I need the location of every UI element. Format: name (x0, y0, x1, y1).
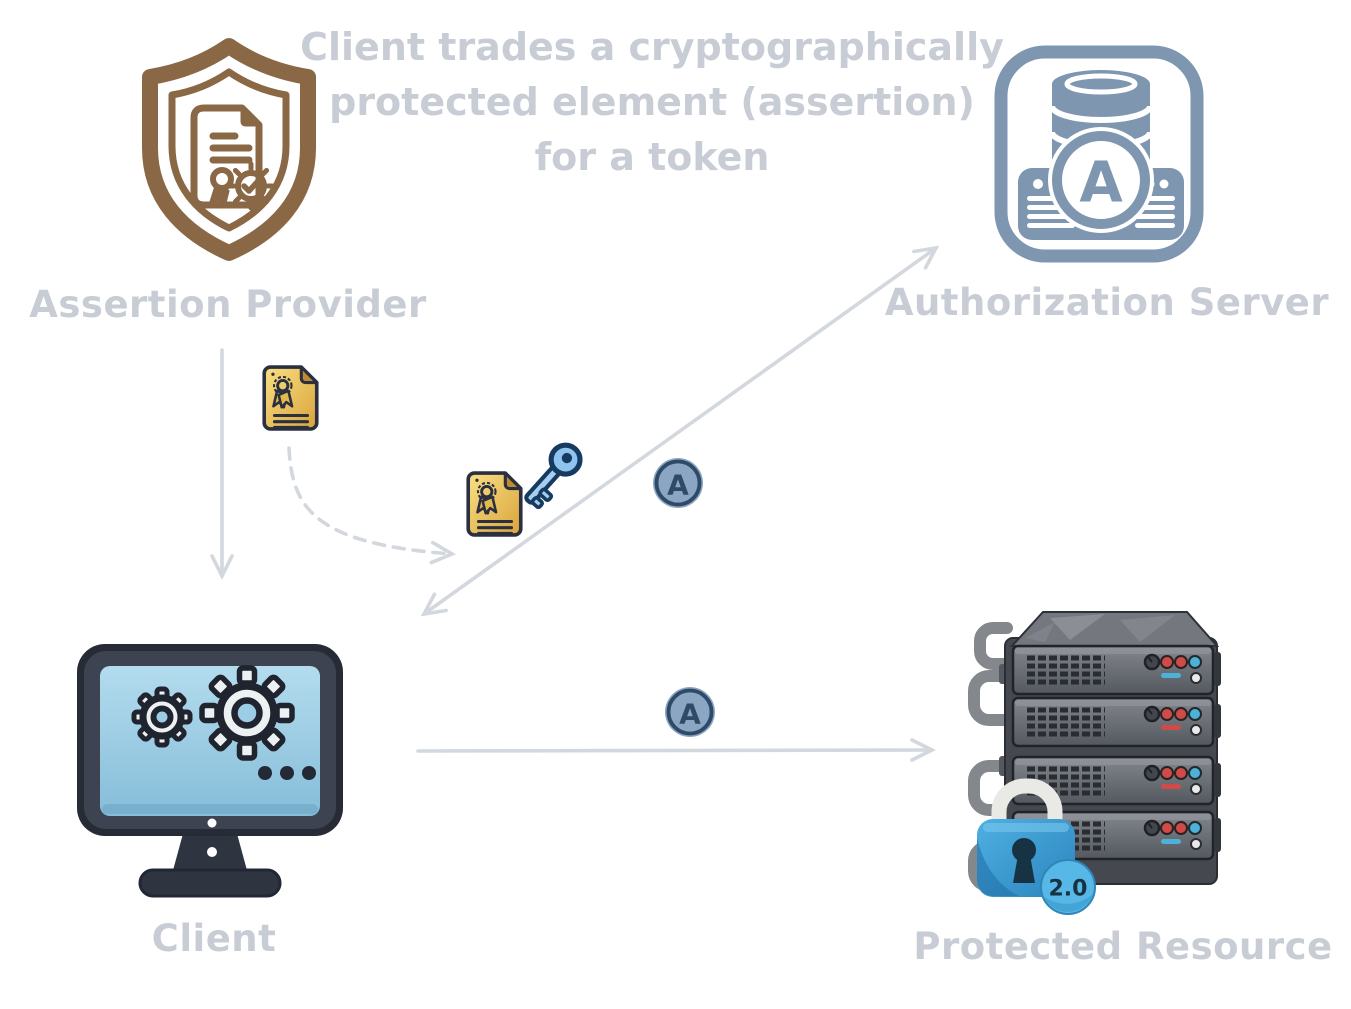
padlock-icon: 2.0 (977, 778, 1096, 915)
circled-a-icon: A (665, 687, 715, 737)
protected-resource-node: 2.0 (955, 598, 1225, 918)
auth-monogram-ring: A (1048, 127, 1154, 233)
authorization-server-label: Authorization Server (884, 281, 1330, 324)
authorization-server-node: A (993, 45, 1205, 264)
assertion-certificate-icon (262, 364, 320, 432)
assertion-handoff-dashed-arrow (287, 446, 457, 565)
key-icon (516, 436, 583, 520)
rack-lid (1009, 611, 1220, 647)
title-line-2: protected element (assertion) (329, 80, 975, 124)
assertion-provider-label: Assertion Provider (29, 283, 427, 326)
client-node (70, 630, 355, 900)
rack-unit (1011, 696, 1221, 748)
certificate-document-glyph (190, 104, 276, 211)
shield-certificate-icon (142, 38, 316, 261)
assertion-provider-node (136, 36, 322, 262)
monitor-gears-icon (77, 644, 343, 898)
screen-dots (258, 766, 316, 780)
client-authorization-server-exchange-arrow (420, 245, 940, 617)
small-gear-glyph (131, 686, 193, 748)
big-gear-glyph (199, 665, 295, 761)
client-to-protected-resource-arrow (416, 738, 937, 762)
lower-assertion-badge: A (662, 684, 718, 740)
protected-resource-label: Protected Resource (913, 925, 1333, 968)
auth-icon-frame (994, 45, 1204, 263)
title-line-3: for a token (534, 135, 770, 179)
auth-monogram-letter: A (1079, 151, 1123, 216)
database-server-icon: A (994, 45, 1204, 263)
lower-badge-letter: A (679, 698, 701, 731)
upper-assertion-badge: A (650, 455, 706, 511)
title-line-1: Client trades a cryptographically (300, 25, 1004, 69)
shield-outline (142, 38, 316, 261)
rack-unit (1011, 644, 1221, 696)
server-rack-icon: 2.0 (968, 611, 1221, 915)
assertion-certificate-with-key-icon (466, 470, 524, 538)
lock-version-badge: 2.0 (1040, 859, 1096, 915)
client-label: Client (151, 917, 277, 960)
circled-a-icon: A (653, 458, 703, 508)
upper-badge-letter: A (667, 469, 689, 502)
lock-version-text: 2.0 (1049, 877, 1088, 902)
diagram-title: Client trades a cryptographically protec… (300, 20, 1004, 185)
shield-inner-outline (168, 68, 290, 232)
monitor-stand-base (138, 868, 282, 898)
